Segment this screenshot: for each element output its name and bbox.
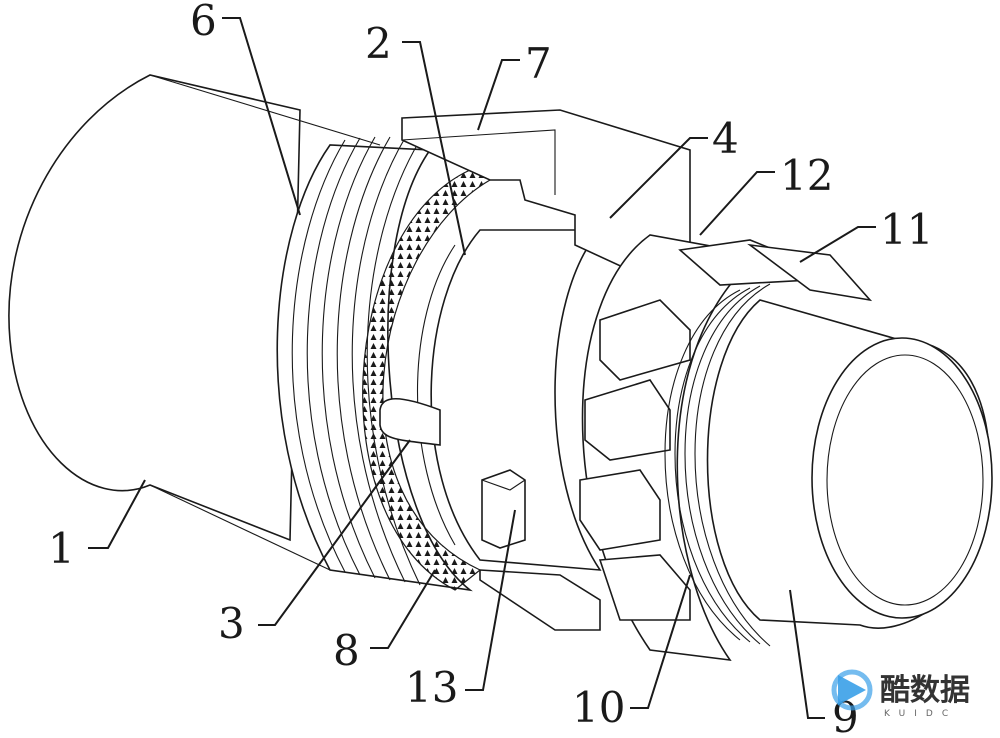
label-12: 12 bbox=[780, 151, 833, 200]
label-3: 3 bbox=[218, 599, 245, 648]
pipe-body bbox=[8, 74, 381, 571]
label-1: 1 bbox=[48, 524, 75, 573]
label-8: 8 bbox=[333, 626, 360, 675]
leader-lines bbox=[88, 17, 876, 719]
label-4: 4 bbox=[712, 114, 739, 163]
slot bbox=[379, 398, 441, 446]
label-2: 2 bbox=[365, 19, 392, 68]
hex-nut bbox=[579, 234, 873, 662]
watermark: 酷数据 KUIDC bbox=[831, 669, 970, 719]
outlet-pipe bbox=[706, 299, 993, 629]
bottom-clamp bbox=[479, 569, 601, 631]
label-7: 7 bbox=[525, 39, 552, 88]
label-10: 10 bbox=[572, 683, 625, 732]
part-labels: 1 6 2 7 4 12 11 3 8 13 10 9 bbox=[48, 0, 933, 738]
top-clamp bbox=[401, 109, 691, 276]
watermark-brand: 酷数据 bbox=[880, 673, 970, 708]
watermark-sub: KUIDC bbox=[884, 709, 957, 719]
pin bbox=[481, 469, 526, 549]
label-6: 6 bbox=[190, 0, 217, 45]
knurled-ring bbox=[362, 169, 492, 591]
inner-sleeve bbox=[417, 229, 602, 571]
label-13: 13 bbox=[405, 663, 458, 712]
seal-rings bbox=[664, 283, 771, 647]
watermark-logo-icon bbox=[838, 675, 866, 705]
label-11: 11 bbox=[880, 205, 933, 254]
